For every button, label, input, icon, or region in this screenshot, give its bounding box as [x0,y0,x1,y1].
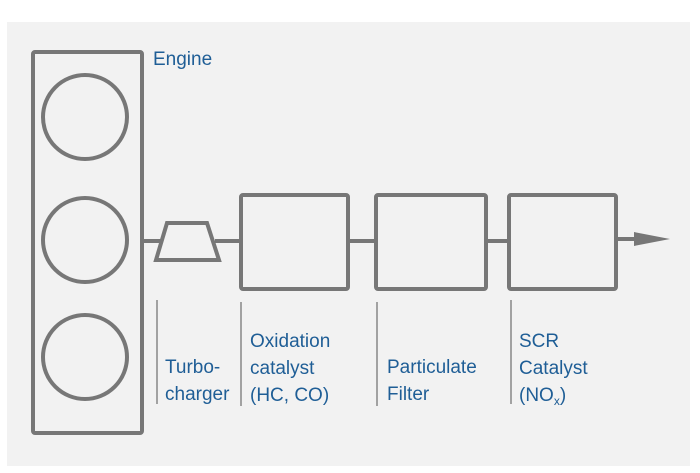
particulate-filter-box [374,193,488,291]
cylinder-2 [41,196,129,284]
cylinder-1 [41,73,129,161]
outlet-arrow-icon [634,232,670,246]
oxidation-catalyst-label: Oxidation catalyst (HC, CO) [250,331,331,406]
scr-catalyst-box [507,193,618,291]
oxidation-catalyst-box [239,193,350,291]
scr-catalyst-label: SCR Catalyst (NOx) [519,331,588,408]
engine-label: Engine [153,49,213,70]
turbocharger-label: Turbo- charger [165,357,230,405]
cylinder-3 [41,313,129,401]
particulate-filter-label: Particulate Filter [387,357,477,405]
turbocharger-shape [153,221,222,262]
